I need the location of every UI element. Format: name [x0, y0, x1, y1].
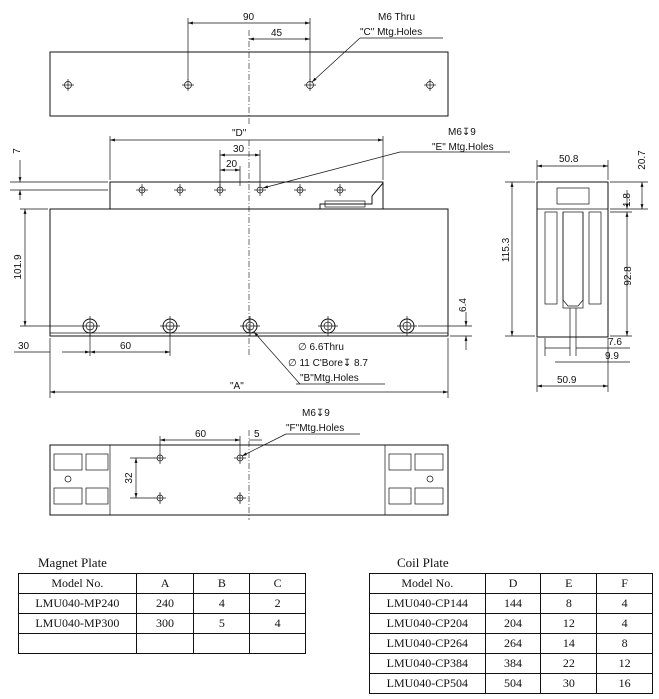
cell-model: LMU040-MP240 — [18, 593, 137, 614]
cell-model — [18, 633, 137, 654]
header-E: E — [540, 573, 598, 594]
cell-f: 16 — [596, 673, 653, 694]
cell-f: 4 — [596, 613, 653, 634]
table-row: LMU040-MP300 300 5 4 — [18, 613, 306, 634]
header-C: C — [249, 573, 306, 594]
dim-6-4: 6.4 — [458, 298, 469, 312]
dim-7: 7 — [12, 148, 23, 154]
cell-model: LMU040-CP204 — [369, 613, 486, 634]
dim-60: 60 — [120, 341, 132, 352]
cell-e: 12 — [540, 613, 598, 634]
coil-plate-table: Model No. D E F LMU040-CP144 144 8 4 LMU… — [369, 573, 653, 694]
f-holes-thread-note: M6↧9 — [302, 408, 330, 419]
header-A: A — [135, 573, 195, 594]
header-model-no: Model No. — [18, 573, 137, 594]
dim-92-8: 92.8 — [623, 266, 634, 286]
dim-30-left: 30 — [18, 341, 30, 352]
cell-a — [135, 633, 195, 654]
header-model-no: Model No. — [369, 573, 486, 594]
dim-20-e: 20 — [226, 159, 238, 170]
cell-model: LMU040-CP144 — [369, 593, 486, 614]
coil-plate-title: Coil Plate — [397, 555, 449, 570]
table-row: LMU040-CP264 264 14 8 — [369, 633, 653, 654]
dim-A: "A" — [230, 381, 244, 392]
top-view: 90 45 M6 Thru "C" Mtg.Holes — [49, 12, 449, 125]
dim-20-7: 20.7 — [637, 150, 648, 170]
cell-e: 30 — [540, 673, 598, 694]
c-holes-thread-note: M6 Thru — [378, 12, 415, 23]
cell-model: LMU040-CP264 — [369, 633, 486, 654]
c-holes-label: "C" Mtg.Holes — [360, 27, 422, 38]
cell-f: 8 — [596, 633, 653, 654]
cell-c — [249, 633, 306, 654]
cell-b — [193, 633, 251, 654]
header-B: B — [193, 573, 251, 594]
front-view: "D" 30 20 M6↧9 "E" Mtg.Holes 7 101.9 6.4 — [10, 127, 510, 398]
cell-d: 144 — [484, 593, 542, 614]
dim-32-f: 32 — [124, 472, 135, 484]
cell-c: 4 — [249, 613, 306, 634]
table-header-row: Model No. D E F — [369, 573, 653, 594]
cell-a: 240 — [135, 593, 195, 614]
b-holes-cbore-note: ∅ 11 C'Bore↧ 8.7 — [288, 358, 368, 369]
cell-model: LMU040-CP384 — [369, 653, 486, 674]
b-holes-label: "B"Mtg.Holes — [300, 373, 359, 384]
bottom-view: 60 5 32 M6↧9 "F"Mtg.Holes — [49, 408, 449, 520]
dim-60-f: 60 — [195, 429, 207, 440]
table-row — [18, 633, 306, 654]
table-header-row: Model No. A B C — [18, 573, 306, 594]
dim-90: 90 — [243, 12, 255, 23]
c-mounting-holes — [62, 79, 436, 91]
table-row: LMU040-CP144 144 8 4 — [369, 593, 653, 614]
cell-e: 14 — [540, 633, 598, 654]
cell-f: 12 — [596, 653, 653, 674]
dim-7-6: 7.6 — [608, 337, 622, 348]
cell-f: 4 — [596, 593, 653, 614]
e-mounting-holes — [136, 184, 346, 196]
dim-5-f: 5 — [254, 429, 260, 440]
dim-30-e: 30 — [233, 144, 245, 155]
dim-101-9: 101.9 — [13, 254, 24, 279]
e-holes-label: "E" Mtg.Holes — [432, 142, 494, 153]
right-end-block — [388, 453, 444, 505]
cell-d: 504 — [484, 673, 542, 694]
magnet-plate-title: Magnet Plate — [38, 555, 107, 570]
dim-50-8: 50.8 — [559, 154, 579, 165]
cell-a: 300 — [135, 613, 195, 634]
cell-c: 2 — [249, 593, 306, 614]
left-end-block — [53, 453, 109, 505]
table-row: LMU040-CP504 504 30 16 — [369, 673, 653, 694]
magnet-plate-table: Model No. A B C LMU040-MP240 240 4 2 LMU… — [18, 573, 306, 654]
f-mounting-holes — [154, 452, 246, 504]
table-row: LMU040-CP204 204 12 4 — [369, 613, 653, 634]
e-holes-thread-note: M6↧9 — [448, 127, 476, 138]
cell-model: LMU040-CP504 — [369, 673, 486, 694]
cell-d: 264 — [484, 633, 542, 654]
b-holes-thru-note: ∅ 6.6Thru — [298, 342, 344, 353]
cell-e: 22 — [540, 653, 598, 674]
f-holes-label: "F"Mtg.Holes — [286, 423, 344, 434]
header-F: F — [596, 573, 653, 594]
cell-d: 204 — [484, 613, 542, 634]
b-mounting-holes — [80, 316, 417, 336]
dim-50-9: 50.9 — [557, 375, 577, 386]
side-view: 50.8 20.7 1.8 92.8 115.3 7.6 9.9 50.9 — [501, 150, 648, 392]
cell-e: 8 — [540, 593, 598, 614]
table-row: LMU040-MP240 240 4 2 — [18, 593, 306, 614]
cell-model: LMU040-MP300 — [18, 613, 137, 634]
dim-115-3: 115.3 — [501, 237, 512, 262]
dim-1-8: 1.8 — [622, 193, 633, 207]
table-row: LMU040-CP384 384 22 12 — [369, 653, 653, 674]
cell-b: 5 — [193, 613, 251, 634]
dim-9-9: 9.9 — [605, 351, 619, 362]
dim-45: 45 — [271, 28, 283, 39]
cell-b: 4 — [193, 593, 251, 614]
cell-d: 384 — [484, 653, 542, 674]
header-D: D — [484, 573, 542, 594]
dim-D: "D" — [232, 128, 247, 139]
